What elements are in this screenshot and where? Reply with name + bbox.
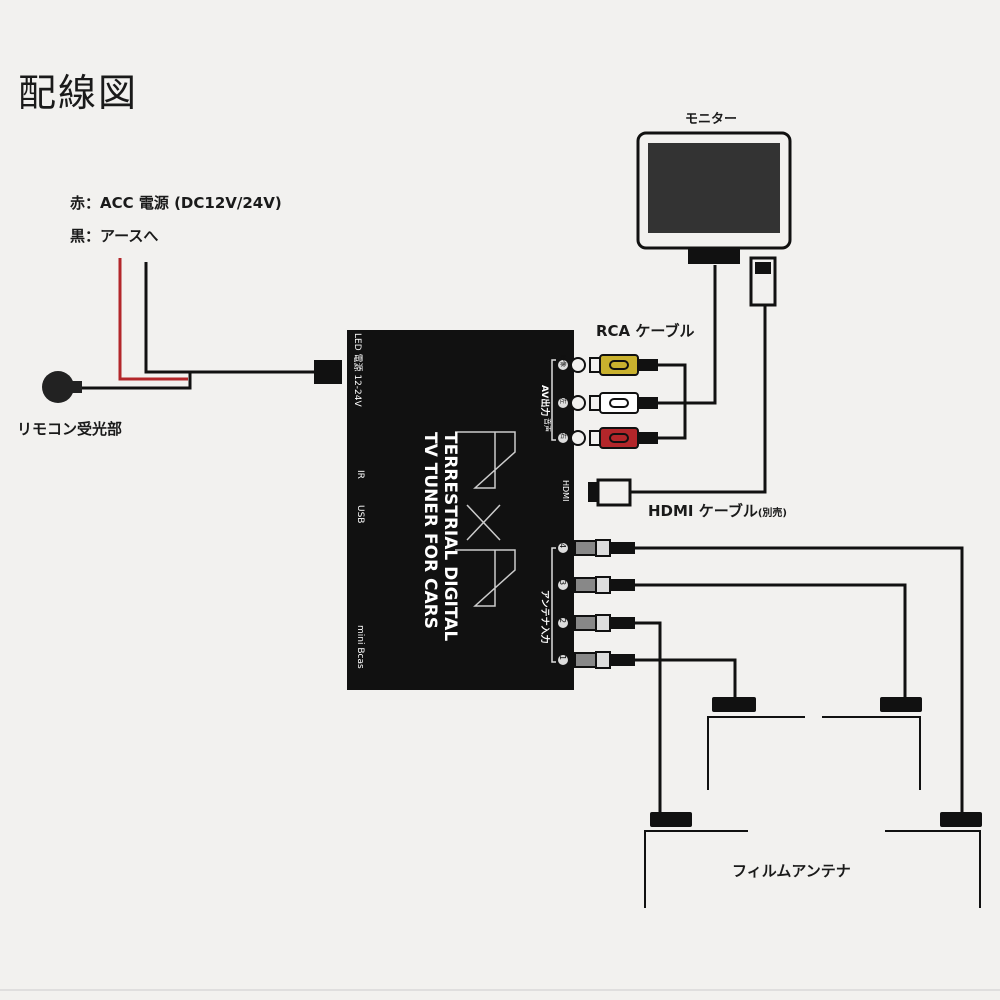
logo-4x4: [455, 431, 516, 607]
tuner-name-line2: TV TUNER FOR CARS: [420, 432, 440, 629]
remote-receiver-icon: [42, 371, 74, 403]
hdmi-cable-label: HDMI ケーブル(別売): [648, 500, 787, 521]
black-ground-wire: [144, 262, 316, 374]
port-led-power: LED 電源 12-24V: [352, 333, 362, 407]
sold-separately-note: (別売): [757, 508, 787, 519]
tuner-box: [347, 330, 574, 690]
power-connector: [314, 360, 342, 384]
port-ir: IR: [355, 470, 365, 479]
port-usb: USB: [355, 505, 365, 524]
hdmi-port-label: HDMI: [561, 480, 570, 502]
antenna-port-number: 1: [558, 655, 567, 661]
rca-cable: [589, 265, 717, 449]
av-port-label: 右: [559, 433, 566, 440]
remote-receiver-label: リモコン受光部: [17, 420, 123, 438]
page-title: 配線図: [18, 71, 139, 115]
hdmi-cable: [588, 256, 777, 507]
antenna-port-number: 3: [558, 580, 567, 586]
rca-cable-label: RCA ケーブル: [596, 322, 695, 340]
av-jack-left: [570, 395, 586, 411]
antenna-in-label: アンテナ入力: [539, 590, 549, 644]
av-port-label: 映像: [559, 355, 566, 368]
antenna-cables: [574, 539, 964, 815]
monitor: [636, 131, 792, 264]
red-power-wire: [118, 258, 188, 381]
black-wire-label: 黒：アースへ: [70, 227, 159, 245]
av-jack-video: [570, 357, 586, 373]
remote-plug: [72, 381, 82, 393]
av-out-label: AV出力: [539, 385, 549, 417]
monitor-label: モニター: [685, 112, 738, 127]
av-audio-label: 音声: [543, 418, 551, 432]
film-antenna-label: フィルムアンテナ: [732, 862, 851, 880]
tuner-name-line1: TERRESTRIAL DIGITAL: [440, 432, 460, 642]
hdmi-cable-text: HDMI ケーブル: [648, 502, 758, 520]
remote-cable: [80, 372, 192, 390]
film-antennas: [644, 697, 982, 908]
port-bcas: mini Bcas: [355, 625, 365, 669]
red-wire-label: 赤：ACC 電源 (DC12V/24V): [70, 194, 282, 212]
av-port-group: [551, 359, 556, 663]
antenna-port-number: 2: [558, 618, 567, 624]
antenna-port-number: 4: [558, 543, 567, 549]
av-jack-right: [570, 430, 586, 446]
av-port-label: 左: [559, 398, 566, 405]
